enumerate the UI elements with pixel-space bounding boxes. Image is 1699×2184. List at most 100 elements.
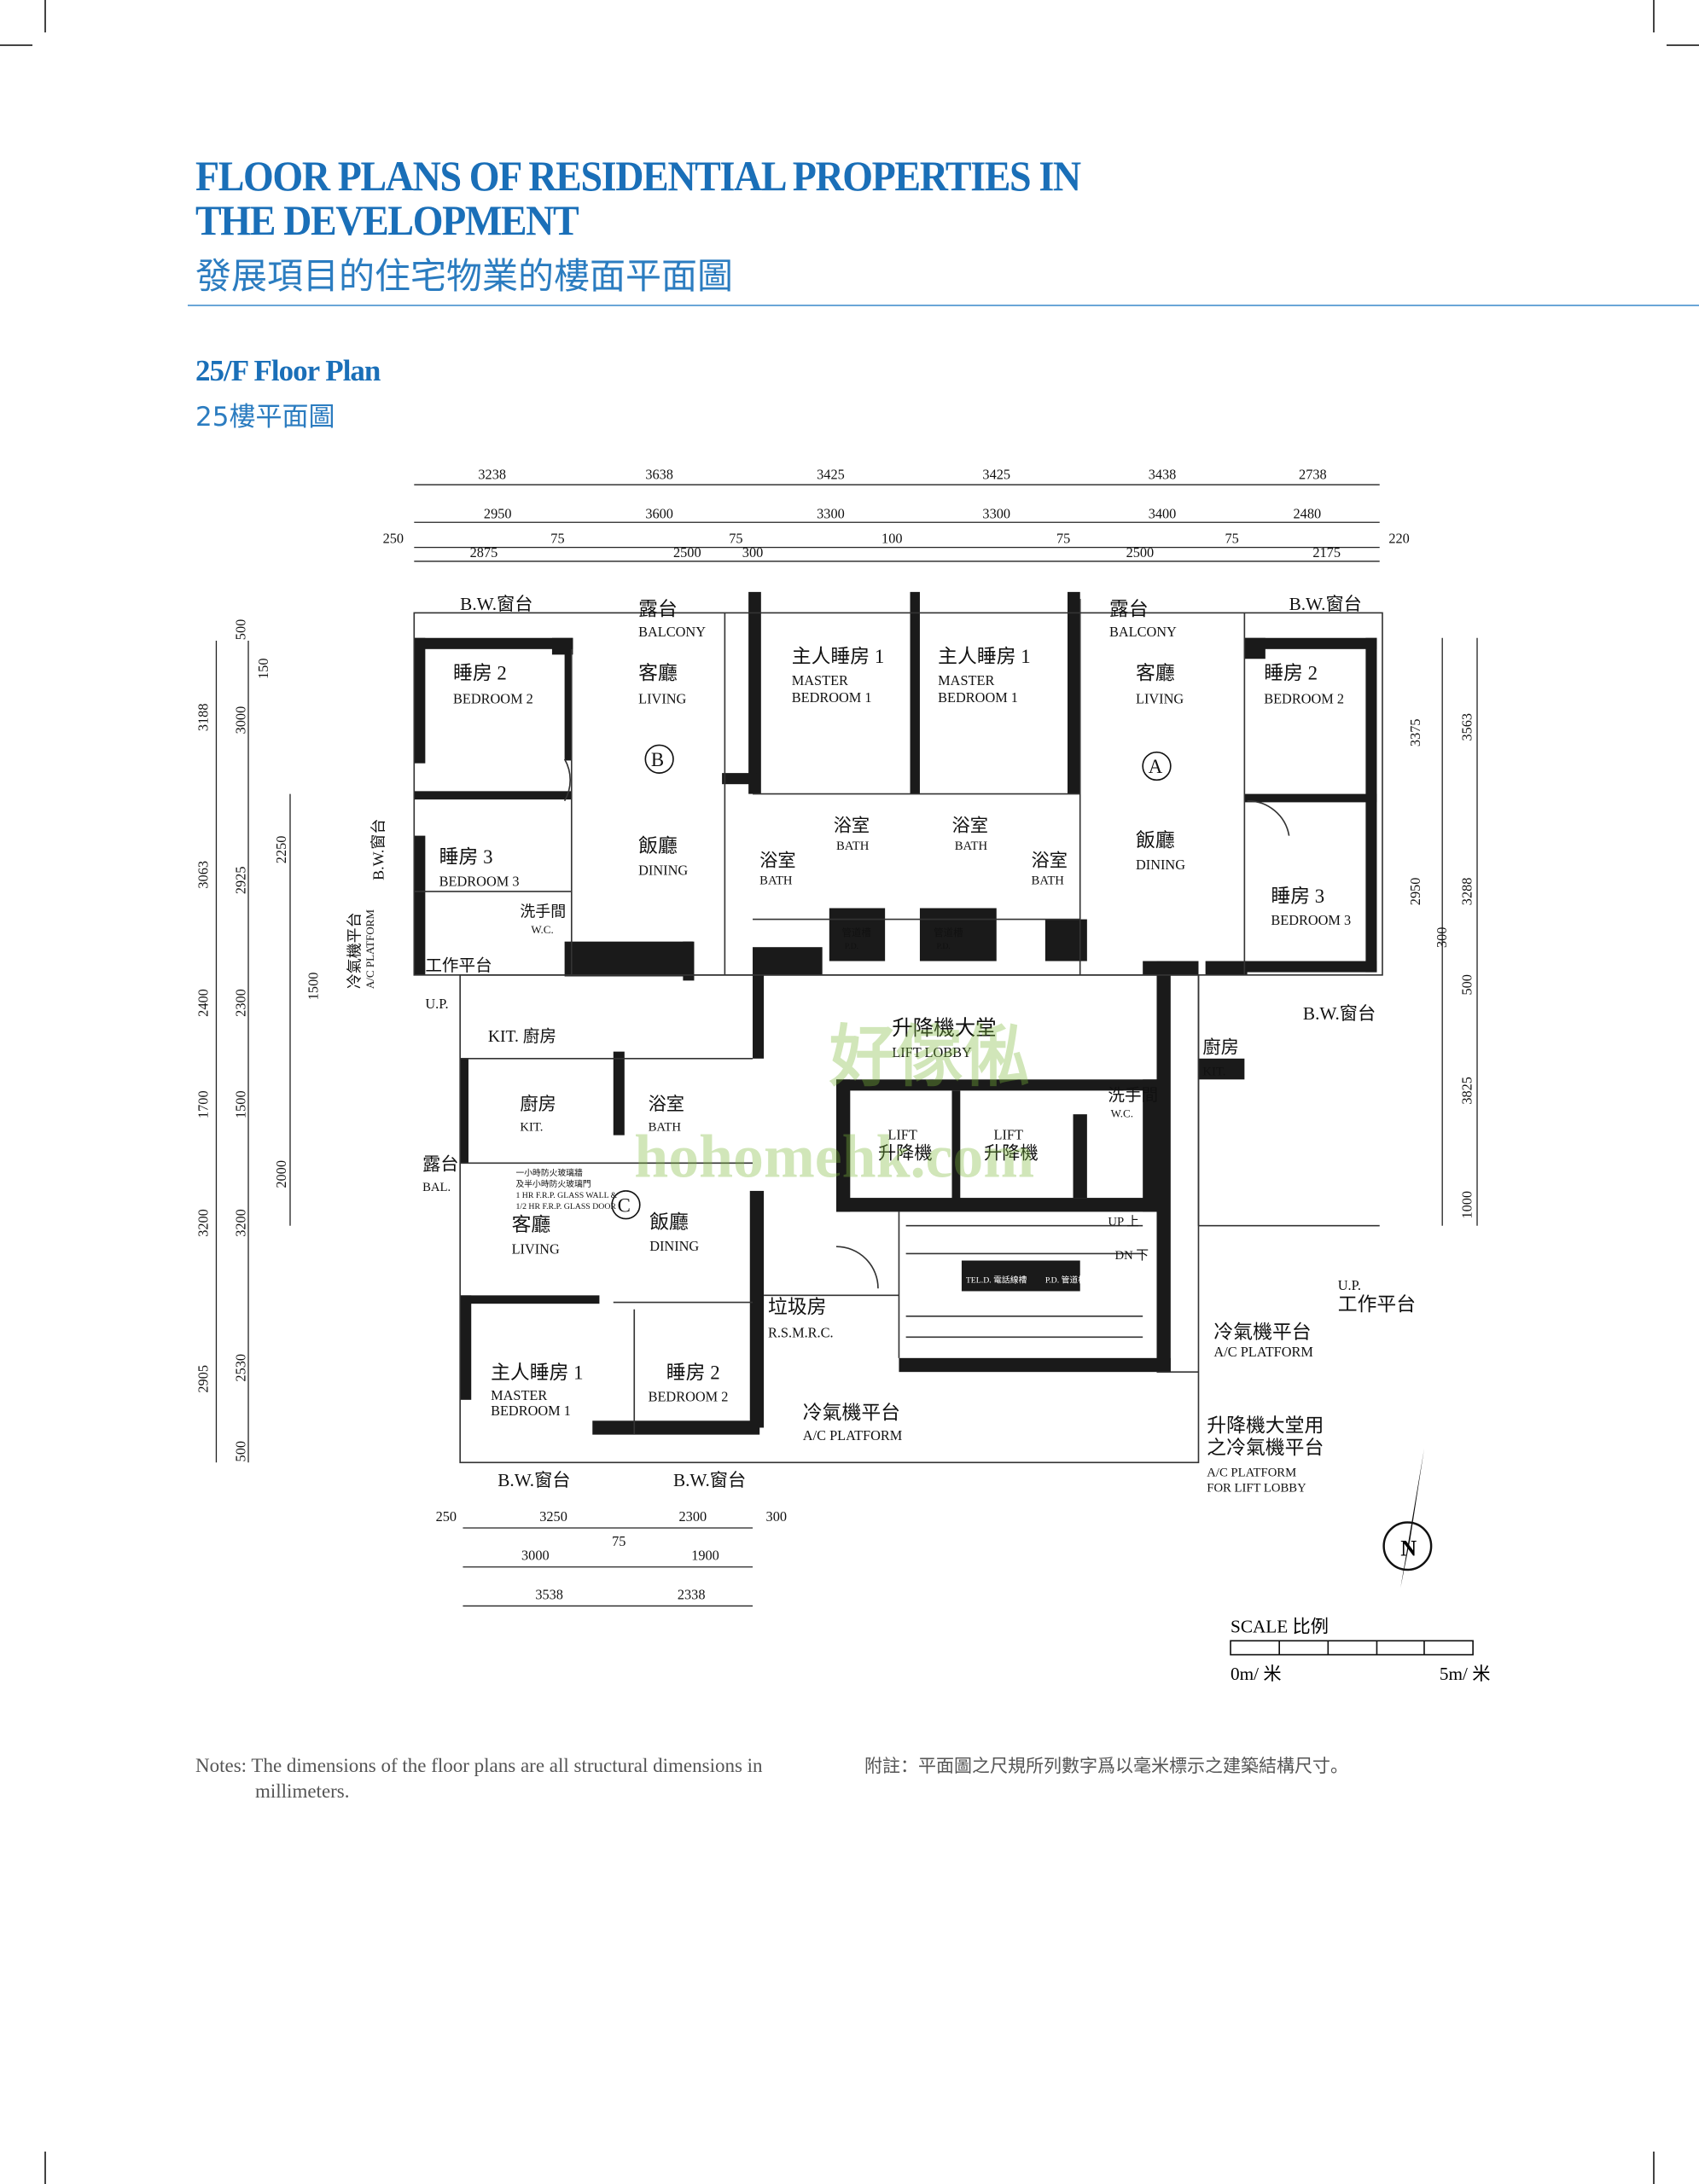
room-label: BATH (649, 1121, 682, 1135)
dim: 2300 (233, 989, 249, 1017)
dim: 75 (612, 1533, 625, 1549)
room-label: 睡房 3 (1271, 886, 1324, 907)
dim: 3825 (1458, 1077, 1475, 1105)
dim: 3375 (1407, 718, 1423, 746)
divider (188, 305, 1699, 306)
glass-note: 及半小時防火玻璃門 (515, 1178, 591, 1189)
room-label: 冷氣機平台 (1213, 1321, 1311, 1343)
room-label: DINING (638, 862, 688, 878)
room-label: A/C PLATFORM (1207, 1467, 1296, 1480)
room-label: 浴室 (1032, 851, 1068, 871)
dim: 2400 (195, 989, 212, 1017)
dim: 2250 (273, 836, 289, 864)
dim: 2000 (273, 1160, 289, 1188)
room-label: MASTER (491, 1387, 547, 1403)
room-label: LIFT (887, 1127, 916, 1143)
dim: 2500 (673, 544, 701, 561)
room-label: B.W.窗台 (497, 1470, 570, 1490)
dim: 1700 (195, 1090, 212, 1118)
dim: 3200 (233, 1209, 249, 1237)
room-label: BAL. (422, 1181, 451, 1194)
room-label: BATH (759, 874, 793, 888)
dim: 100 (882, 531, 902, 547)
room-label: B.W.窗台 (369, 819, 387, 880)
dim: 3000 (233, 706, 249, 735)
room-label: 工作平台 (1338, 1293, 1416, 1315)
dim: 2738 (1299, 467, 1327, 483)
room-label: 睡房 2 (453, 663, 507, 684)
room-label: 客廳 (1136, 663, 1175, 684)
room-label: DN 下 (1115, 1249, 1149, 1263)
north-compass: N (1382, 1448, 1433, 1589)
room-label: 管道槽 (934, 926, 963, 938)
room-label: MASTER (938, 672, 994, 688)
room-label: TEL.D. 電話線槽 (966, 1275, 1027, 1286)
dim: 1900 (691, 1548, 719, 1564)
room-label: U.P. (425, 996, 448, 1012)
unit-marker-b: B (651, 749, 664, 770)
dim: 3563 (1458, 713, 1475, 741)
room-label: BEDROOM 2 (1264, 690, 1344, 706)
room-label: 工作平台 (425, 956, 492, 975)
dim: 3425 (817, 467, 845, 483)
structural-walls (414, 591, 1377, 1435)
dim: 75 (550, 531, 564, 547)
dim: 2875 (470, 544, 498, 561)
title-line-2: THE DEVELOPMENT (195, 196, 579, 244)
dim: 500 (1458, 974, 1475, 995)
dim: 2530 (233, 1354, 249, 1382)
room-label: MASTER (792, 672, 848, 688)
dim: 300 (766, 1508, 787, 1525)
room-label: BATH (955, 839, 988, 853)
room-label: 主人睡房 1 (792, 646, 885, 667)
dim: 250 (436, 1508, 457, 1525)
crop-mark (44, 0, 46, 32)
scale-label: SCALE 比例 (1231, 1616, 1329, 1636)
room-label: 客廳 (512, 1214, 551, 1235)
room-label: DINING (649, 1238, 699, 1254)
dim: 500 (233, 1441, 249, 1461)
dim: 3063 (195, 861, 212, 889)
room-label: B.W.窗台 (460, 594, 532, 614)
dim: 3638 (645, 467, 673, 483)
dim: 3288 (1458, 878, 1475, 906)
dim: 3438 (1149, 467, 1177, 483)
room-label: W.C. (1111, 1107, 1133, 1119)
dim: 3600 (645, 505, 673, 521)
dim: 75 (1225, 531, 1239, 547)
room-label: BEDROOM 3 (439, 873, 520, 889)
scale-end: 5m/ 米 (1440, 1664, 1491, 1684)
room-label: B.W.窗台 (673, 1470, 746, 1490)
room-label: A/C PLATFORM (364, 909, 376, 990)
notes-zh: 附註：平面圖之尺規所列數字爲以毫米標示之建築結構尺寸。 (864, 1756, 1348, 1776)
room-label: 飯廳 (1136, 830, 1175, 851)
room-label: KIT. (1202, 1065, 1225, 1078)
room-label: 浴室 (649, 1094, 684, 1114)
room-label: P.D. (845, 942, 858, 951)
room-label: 睡房 2 (666, 1362, 720, 1383)
room-label: LIVING (638, 690, 686, 706)
notes-text: The dimensions of the floor plans are al… (251, 1755, 763, 1776)
room-label: B.W.窗台 (1303, 1003, 1376, 1024)
glass-note: 一小時防火玻璃牆 (515, 1167, 582, 1178)
dim: 2950 (1407, 878, 1423, 906)
room-label: BEDROOM 3 (1271, 912, 1351, 928)
room-label: DINING (1136, 857, 1185, 873)
partition-lines (413, 599, 1383, 1464)
room-label: 管道槽 (842, 926, 871, 938)
crop-mark (1653, 0, 1655, 32)
room-label: BEDROOM 2 (649, 1388, 729, 1404)
room-label: KIT. (520, 1121, 543, 1135)
room-label: P.D. 管道槽 (1045, 1275, 1086, 1286)
room-label: BALCONY (638, 624, 706, 640)
section-title: 25/F Floor Plan (195, 354, 381, 387)
room-label: LIFT LOBBY (892, 1044, 972, 1060)
room-label: 冷氣機平台 (346, 912, 364, 989)
room-label: 洗手間 (520, 903, 566, 920)
room-label: 浴室 (759, 851, 795, 871)
room-label: 客廳 (638, 663, 678, 684)
dim: 75 (1056, 531, 1070, 547)
room-label: BATH (1032, 874, 1065, 888)
dim: 500 (233, 619, 249, 640)
glass-note: 1 HR F.R.P. GLASS WALL & (515, 1191, 617, 1200)
